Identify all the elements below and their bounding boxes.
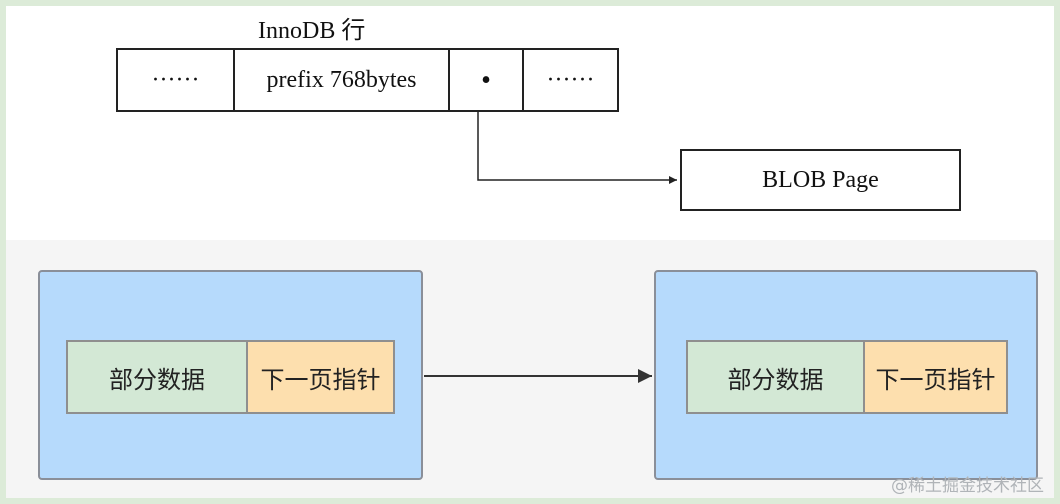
innodb-row-diagram: InnoDB 行 ······ prefix 768bytes • ······…: [6, 6, 1054, 240]
next-page-pointer-segment: 下一页指针: [248, 342, 393, 412]
row-cell-ellipsis-right: ······: [546, 66, 595, 93]
partial-data-segment: 部分数据: [688, 342, 865, 412]
row-cell-pointer: •: [450, 50, 524, 110]
row-cell-prefix: prefix 768bytes: [235, 50, 450, 110]
next-page-pointer-segment: 下一页指针: [865, 342, 1006, 412]
page-content-row: 部分数据 下一页指针: [686, 340, 1008, 414]
page-card: 部分数据 下一页指针: [654, 270, 1038, 480]
row-title: InnoDB 行: [258, 18, 366, 44]
diagram-frame: InnoDB 行 ······ prefix 768bytes • ······…: [6, 6, 1054, 498]
page-card: 部分数据 下一页指针: [38, 270, 423, 480]
pointer-dot-icon: •: [481, 65, 491, 96]
blob-page-box: BLOB Page: [680, 149, 961, 211]
row-cell-ellipsis-left: ······: [118, 50, 235, 110]
innodb-row: ······ prefix 768bytes • ······: [116, 48, 619, 112]
watermark: @稀土掘金技术社区: [891, 476, 1044, 496]
partial-data-segment: 部分数据: [68, 342, 248, 412]
page-content-row: 部分数据 下一页指针: [66, 340, 395, 414]
